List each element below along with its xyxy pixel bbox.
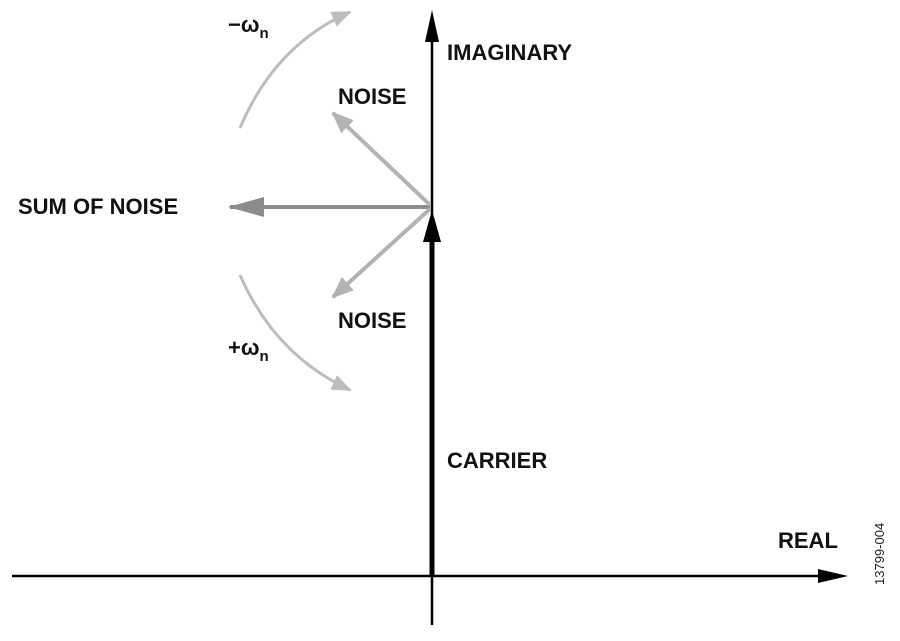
plus-omega-arc: [238, 274, 352, 392]
noise-lower-arrow: [331, 207, 432, 299]
carrier-phasor: [423, 210, 441, 576]
minus-omega-arc: [238, 10, 352, 129]
plus-omega-label: +ωn: [228, 335, 269, 365]
omega-text: −ω: [228, 12, 260, 37]
sum-of-noise-label: SUM OF NOISE: [18, 194, 179, 219]
carrier-label: CARRIER: [447, 448, 548, 473]
real-axis: [12, 569, 848, 583]
omega-subscript: n: [259, 25, 269, 42]
omega-subscript: n: [259, 348, 269, 365]
noise-upper-arrow: [331, 111, 432, 207]
noise-lower-label: NOISE: [338, 308, 407, 333]
omega-text: +ω: [228, 335, 260, 360]
imaginary-label: IMAGINARY: [447, 40, 573, 65]
real-label: REAL: [778, 528, 838, 553]
figure-id: 13799-004: [872, 522, 887, 585]
minus-omega-label: −ωn: [228, 12, 269, 42]
noise-upper-label: NOISE: [338, 84, 407, 109]
